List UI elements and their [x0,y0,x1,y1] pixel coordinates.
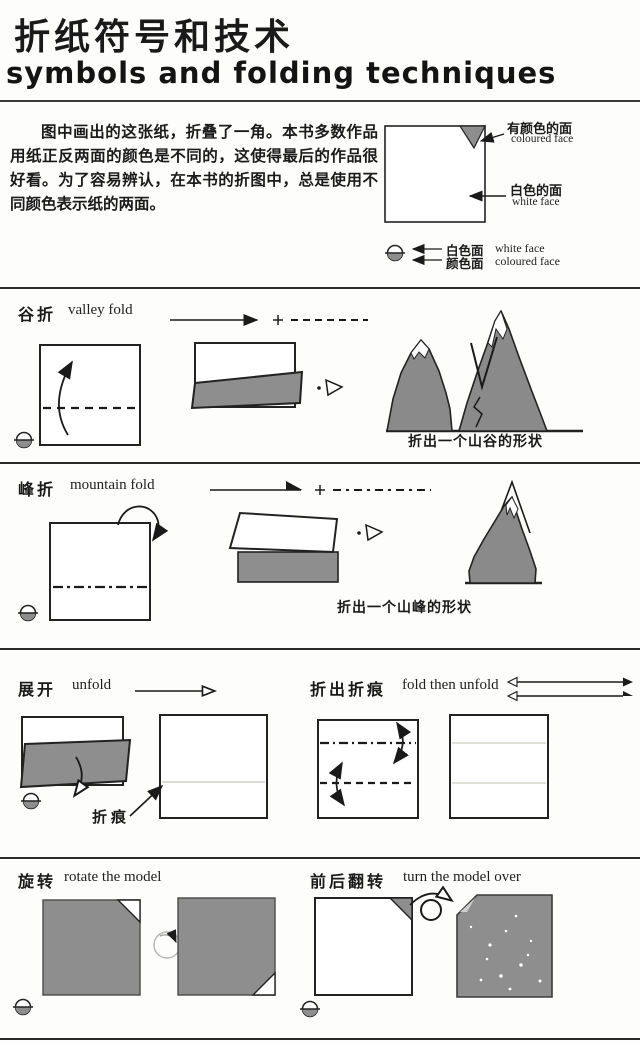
paper-side-icon [13,998,33,1016]
legend-white-en: white face [495,241,545,255]
mountain-fold-caption: 折出一个山峰的形状 [337,600,472,616]
bottom-divider [0,1038,640,1040]
unfold-symbol-icon [135,684,218,698]
crease-label: 折痕 [92,808,131,826]
mountain-fold-step2-diagram [228,511,339,583]
section-divider [0,857,640,859]
section-divider [0,287,640,289]
turn-over-title-cn: 前后翻转 [310,872,387,891]
section-divider [0,462,640,464]
coloured-face-label-en: coloured face [511,133,574,145]
white-face-label-en: white face [512,196,560,208]
mountain-peak-illustration [465,479,542,585]
fold-unfold-title-cn: 折出折痕 [310,680,387,699]
unfold-title-cn: 展开 [18,680,57,699]
turn-over-icon [420,899,442,921]
valley-fold-title-en: valley fold [68,302,133,318]
unfold-title-en: unfold [72,677,112,693]
unfold-step2-diagram [159,714,268,819]
valley-fold-step1-diagram [39,344,141,446]
mountain-fold-symbol-icon [210,481,431,495]
valley-fold-step2-diagram [190,342,304,410]
paper-side-icon [18,604,38,622]
legend-white-cn: 白色面 [446,243,484,258]
header-divider [0,100,640,102]
crease-pointer-arrow-icon [129,784,164,817]
valley-mountains-illustration [386,309,583,433]
section-divider [0,648,640,650]
legend-coloured-cn: 颜色面 [446,256,484,271]
paper-side-icon [300,1000,320,1018]
paper-side-icon [385,244,405,262]
paper-faces-diagram [384,125,506,223]
valley-fold-caption: 折出一个山谷的形状 [408,434,543,450]
turn-over-diagram [314,885,553,998]
rotation-icon [153,931,181,959]
fold-unfold-step2-diagram [449,714,549,819]
rotate-title-en: rotate the model [64,869,162,885]
valley-fold-symbol-icon [170,314,368,326]
turn-over-title-en: turn the model over [403,869,521,885]
legend-arrows-icon [411,243,442,266]
page-title: 折纸符号和技术 [14,17,295,58]
paper-side-icon [21,792,41,810]
fold-unfold-symbol-icon [506,676,633,702]
page-subtitle: symbols and folding techniques [6,56,557,90]
view-direction-icon [357,523,384,542]
mountain-fold-step1-diagram [49,505,169,621]
mountain-fold-title-en: mountain fold [70,477,155,493]
mountain-fold-title-cn: 峰折 [18,480,57,499]
fold-unfold-title-en: fold then unfold [402,677,499,693]
view-direction-icon [317,378,344,397]
white-face-label-cn: 白色的面 [510,184,563,199]
paper-texture-speckles [469,914,542,991]
rotate-diagram [42,897,276,996]
unfold-step1-diagram [19,716,132,798]
legend-coloured-en: coloured face [495,254,560,268]
fold-unfold-step1-diagram [317,719,419,819]
intro-paragraph: 图中画出的这张纸，折叠了一角。本书多数作品用纸正反两面的颜色是不同的，这使得最后… [10,123,378,214]
coloured-face-label-cn: 有颜色的面 [507,122,573,137]
rotate-title-cn: 旋转 [18,872,57,891]
valley-fold-title-cn: 谷折 [18,305,57,324]
paper-side-icon [14,431,34,449]
